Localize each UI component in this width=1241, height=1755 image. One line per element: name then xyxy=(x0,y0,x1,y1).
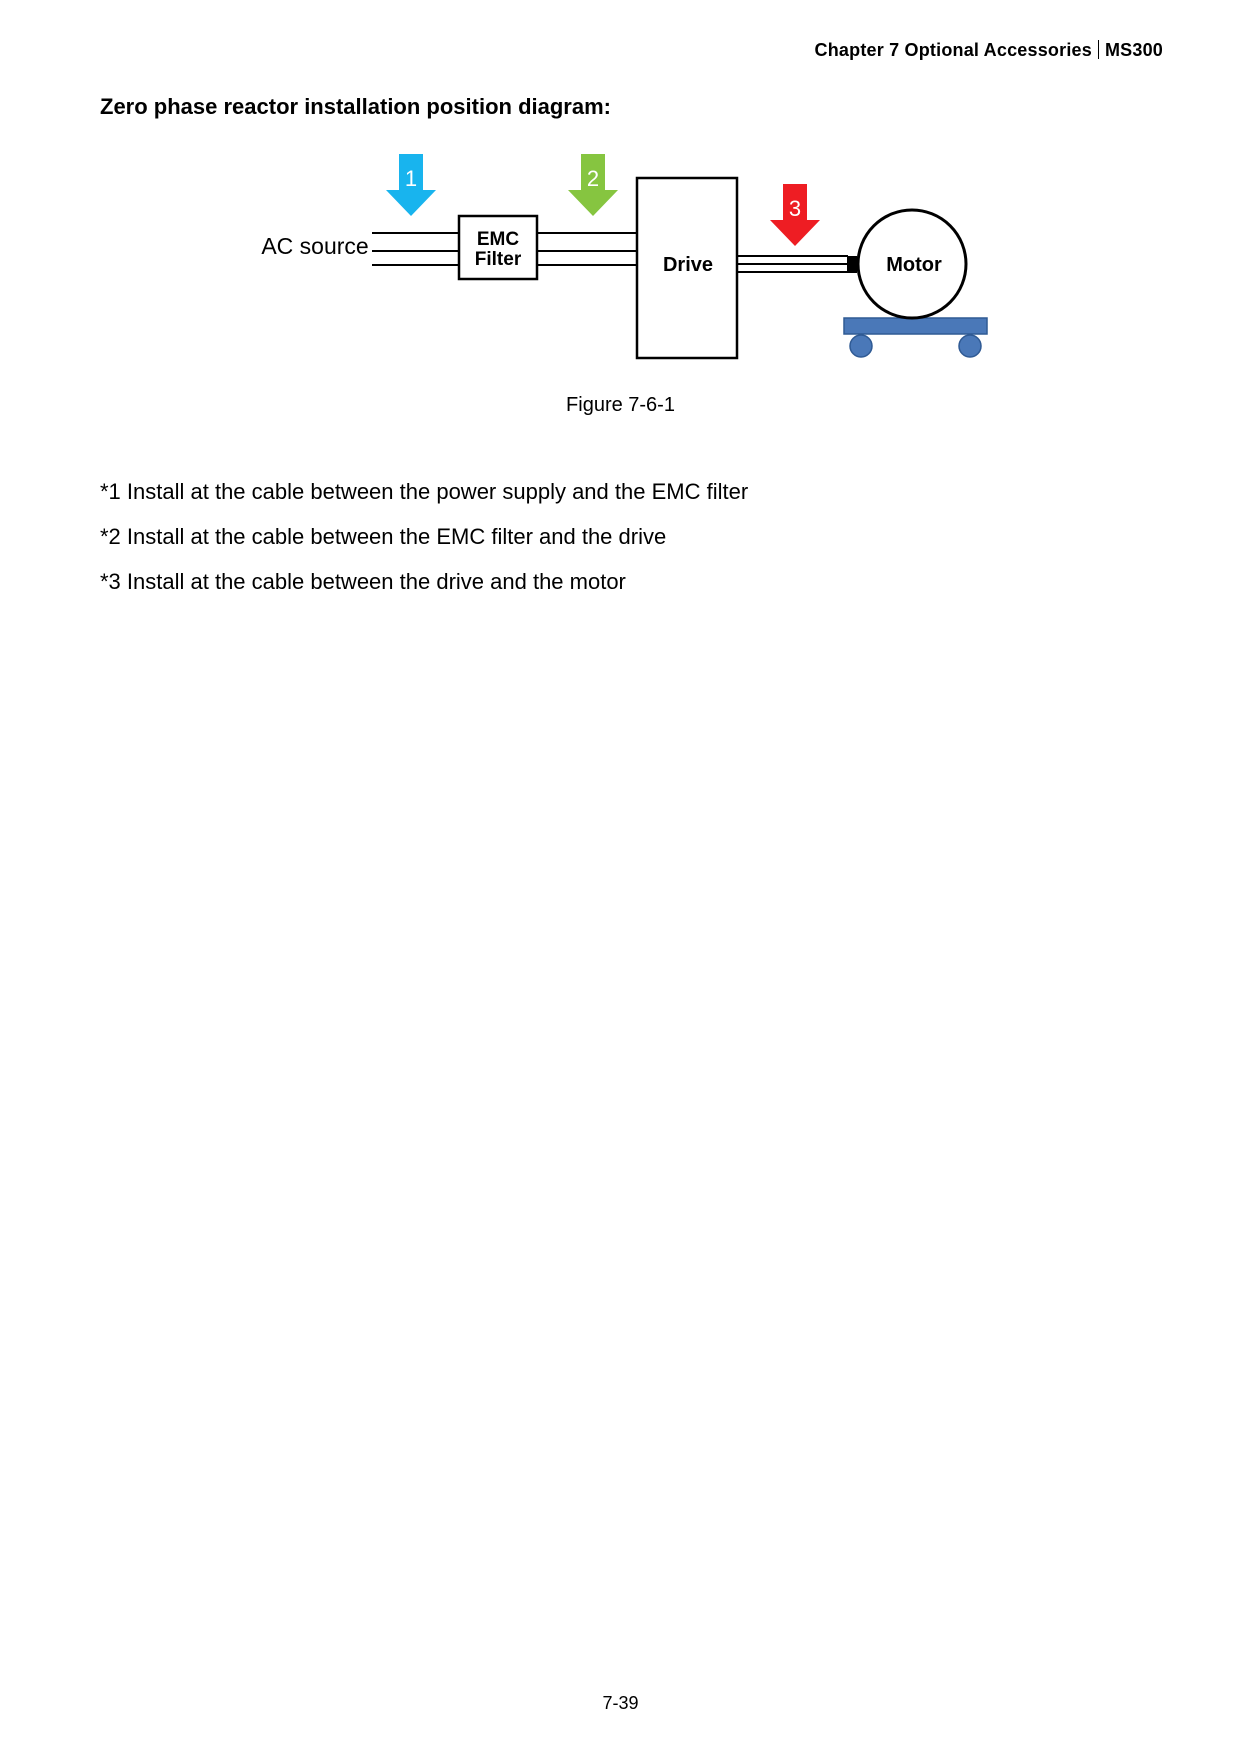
arrow-1-shape xyxy=(386,154,436,216)
arrow-1-number: 1 xyxy=(405,166,417,191)
arrow-2-number: 2 xyxy=(587,166,599,191)
arrow-2-shape xyxy=(568,154,618,216)
drive-to-motor-cables xyxy=(737,255,848,273)
filter-label: Filter xyxy=(475,249,522,270)
cart-wheel-right xyxy=(958,334,982,358)
cart-wheel-left xyxy=(849,334,873,358)
arrow-3: 3 xyxy=(770,184,820,246)
emc-label: EMC xyxy=(477,229,520,250)
motor-connector xyxy=(847,256,857,273)
model-name: MS300 xyxy=(1104,40,1163,60)
section-title: Zero phase reactor installation position… xyxy=(100,94,611,119)
note-2: *2 Install at the cable between the EMC … xyxy=(100,524,667,549)
chapter-title: Chapter 7 Optional Accessories xyxy=(814,40,1092,60)
ac-source-label: AC source xyxy=(261,233,368,259)
motor-cart xyxy=(843,317,988,358)
installation-diagram: AC source EMC Filter Drive Motor 1 2 xyxy=(261,154,988,360)
source-to-emc-cables xyxy=(372,232,459,266)
arrow-3-shape xyxy=(770,184,820,246)
figure-caption: Figure 7-6-1 xyxy=(566,394,675,416)
page-header: Chapter 7 Optional Accessories MS300 xyxy=(815,40,1163,61)
page-number: 7-39 xyxy=(602,1693,639,1713)
arrow-3-number: 3 xyxy=(789,196,801,221)
motor-label: Motor xyxy=(886,254,942,276)
drive-box xyxy=(635,176,739,360)
emc-to-drive-cables xyxy=(537,232,637,266)
arrow-2: 2 xyxy=(568,154,618,216)
emc-filter-box xyxy=(457,214,539,281)
note-1: *1 Install at the cable between the powe… xyxy=(100,479,749,504)
note-3: *3 Install at the cable between the driv… xyxy=(100,569,626,594)
header-divider xyxy=(1097,40,1099,59)
install-notes: *1 Install at the cable between the powe… xyxy=(100,480,748,615)
drive-label: Drive xyxy=(663,254,713,276)
arrow-1: 1 xyxy=(386,154,436,216)
cart-platform xyxy=(843,317,988,335)
motor-circle xyxy=(856,208,968,320)
